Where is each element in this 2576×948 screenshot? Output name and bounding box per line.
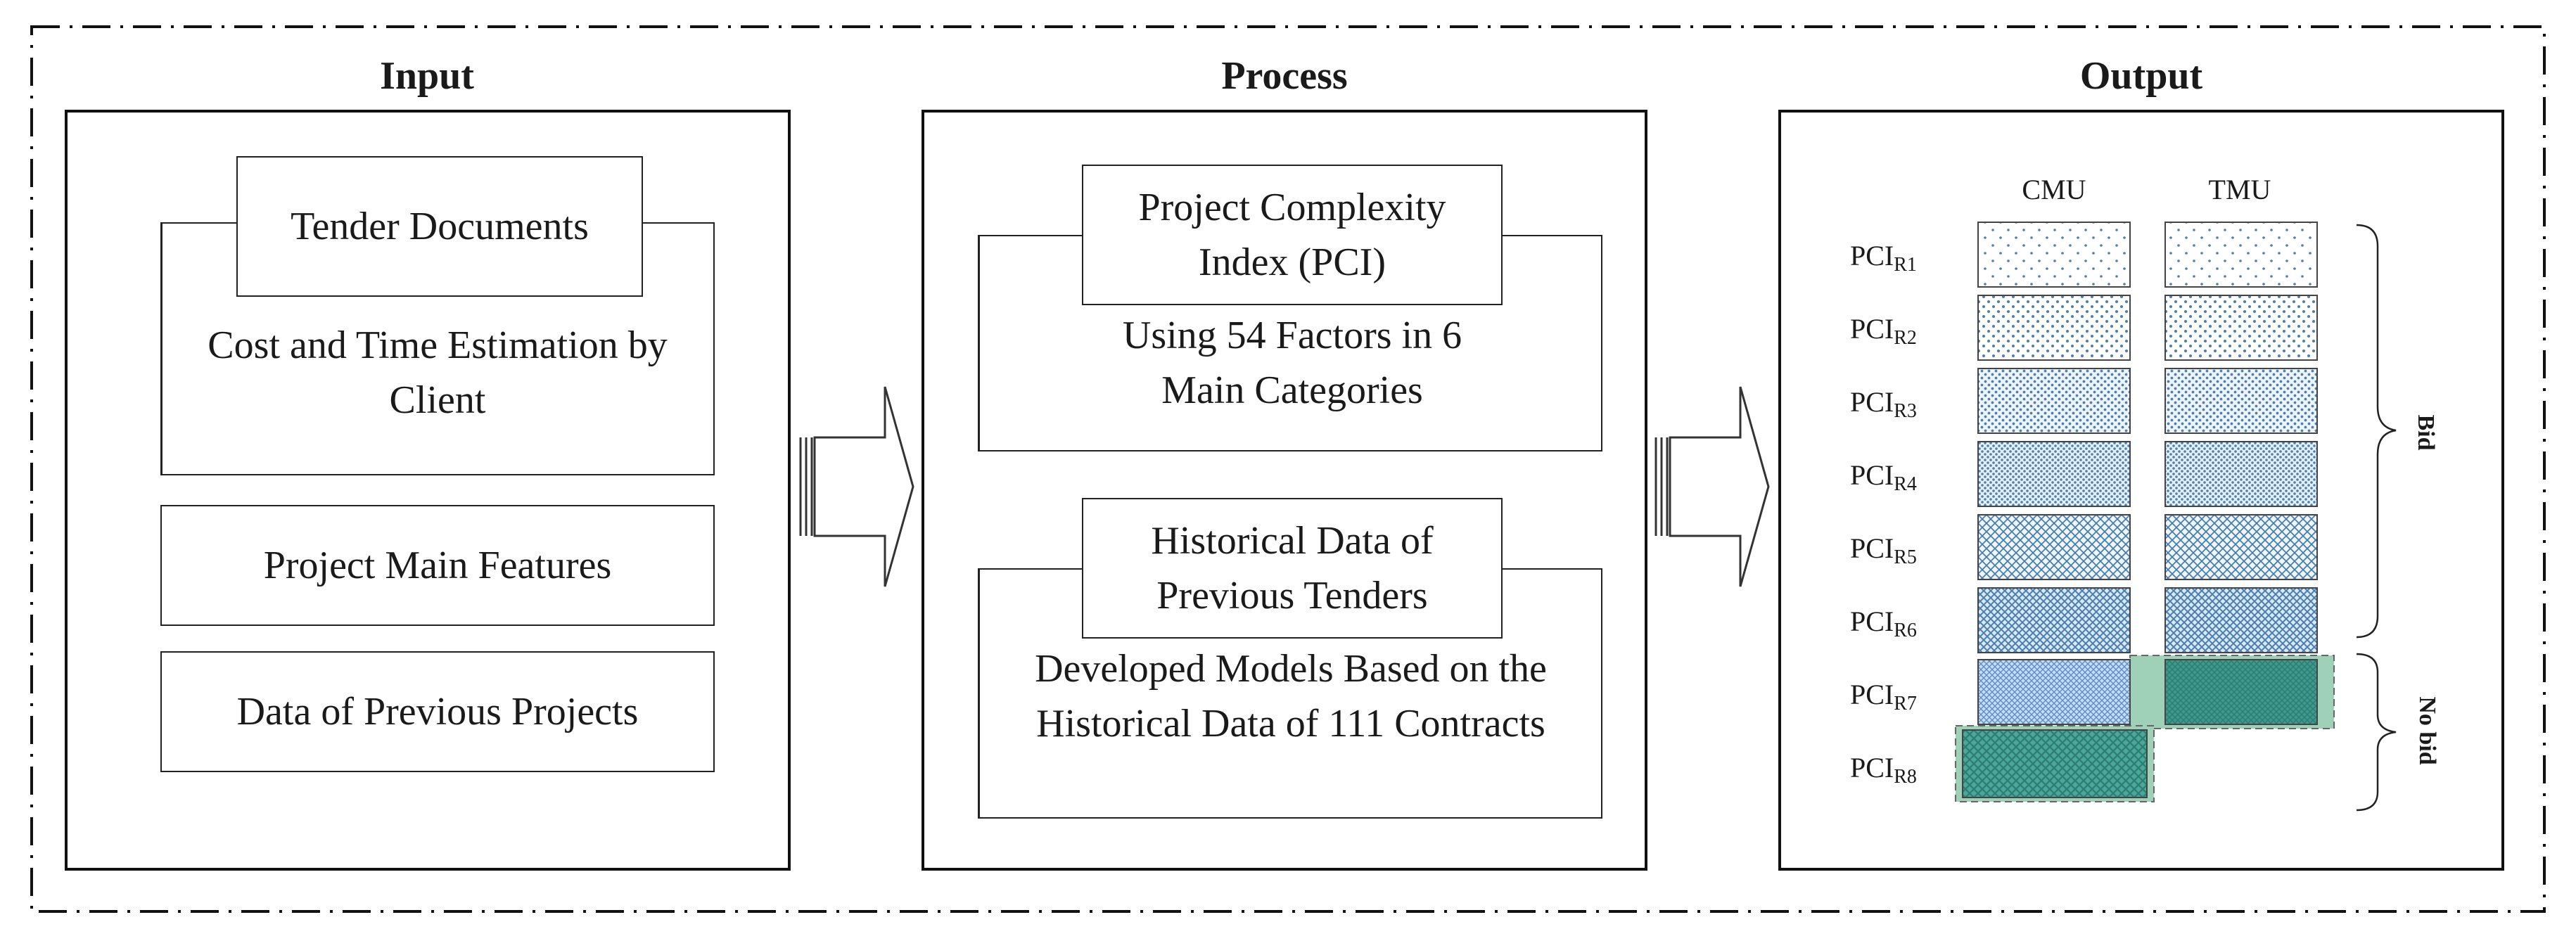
pci-body-text: Using 54 Factors in 6 Main Categories [1122,314,1462,413]
pci-title-box: Project Complexity Index (PCI) [1082,165,1503,305]
row-label-r8: PCIR8 [1850,752,1917,788]
tender-documents-box: Tender Documents [236,156,643,297]
process-heading: Process [1221,54,1348,98]
input-heading: Input [380,54,474,98]
row-label-r7: PCIR7 [1850,679,1917,715]
arrow-input-to-process [799,386,914,587]
historical-title-box: Historical Data of Previous Tenders [1082,498,1503,639]
historical-body-text: Developed Models Based on the Historical… [1035,647,1547,746]
cost-time-text: Cost and Time Estimation by Client [208,324,668,423]
bid-label: Bid [2413,414,2439,451]
col-header-cmu: CMU [2022,174,2086,205]
output-grid [1955,222,2335,802]
row-label-r5: PCIR5 [1850,532,1917,568]
row-label-r4: PCIR4 [1850,459,1917,495]
bid-brace [2356,224,2397,639]
row-label-r3: PCIR3 [1850,386,1917,422]
arrow-process-to-output [1654,386,1770,587]
row-label-r2: PCIR2 [1850,313,1917,349]
output-heading: Output [2079,54,2203,98]
data-previous-projects-box: Data of Previous Projects [160,651,715,772]
row-label-r6: PCIR6 [1850,606,1917,641]
col-header-tmu: TMU [2208,174,2271,205]
no-bid-brace [2356,653,2397,812]
row-label-r1: PCIR1 [1850,240,1917,276]
project-main-features-box: Project Main Features [160,505,715,626]
no-bid-label: No bid [2414,696,2440,765]
